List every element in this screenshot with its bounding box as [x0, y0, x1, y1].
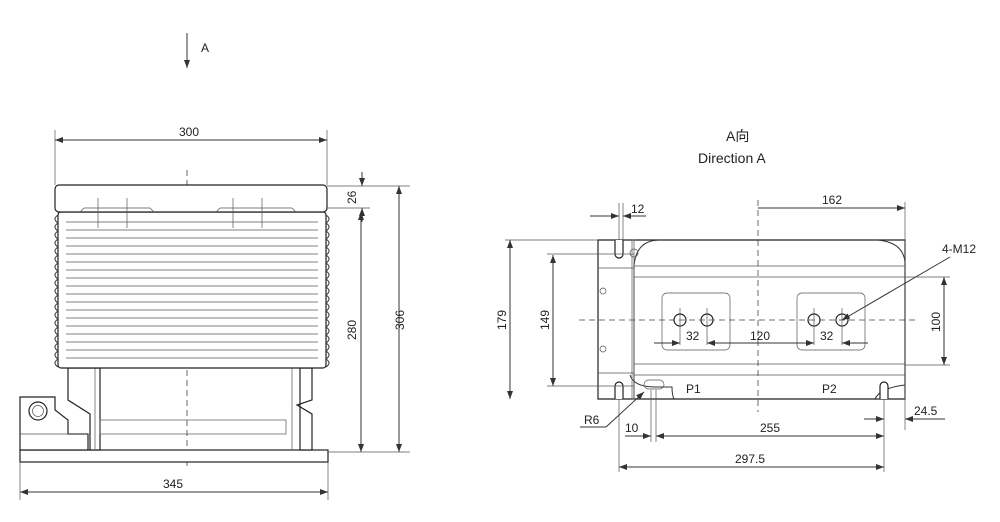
view-direction-arrow: A [184, 33, 209, 68]
dim-total-height: 306 [393, 310, 407, 330]
dim-mount-spacing: 255 [760, 421, 780, 435]
view-title-cn: A向 [726, 128, 749, 144]
dim-slot-offset: 10 [625, 421, 639, 435]
callout-radius: R6 [584, 413, 600, 427]
dim-window-height: 100 [929, 312, 943, 332]
front-view: 300 345 26 280 306 [19, 125, 410, 500]
dim-cap-height: 26 [345, 190, 359, 204]
dim-slot-width: 12 [631, 202, 645, 216]
view-arrow-label: A [201, 41, 209, 55]
view-title-en: Direction A [698, 150, 766, 166]
dim-body-height: 280 [345, 320, 359, 340]
dim-edge-offset: 24.5 [914, 404, 938, 418]
dim-half-length: 162 [822, 193, 842, 207]
dim-hole-spacing-p1: 32 [686, 329, 700, 343]
dim-overall-depth: 179 [495, 310, 509, 330]
dim-overall-slot-spacing: 297.5 [735, 452, 765, 466]
dim-terminal-spacing: 120 [750, 329, 770, 343]
dim-hole-spacing-p2: 32 [820, 329, 834, 343]
direction-a-view: A向 Direction A P1 P2 162 12 179 149 100 … [495, 128, 976, 472]
insulation-fins [54, 214, 330, 368]
terminal-p2-label: P2 [822, 382, 837, 396]
dim-top-width: 300 [179, 125, 199, 139]
callout-thread: 4-M12 [942, 242, 976, 256]
terminal-p1-label: P1 [686, 382, 701, 396]
dim-base-width: 345 [163, 477, 183, 491]
dim-mount-depth: 149 [538, 310, 552, 330]
